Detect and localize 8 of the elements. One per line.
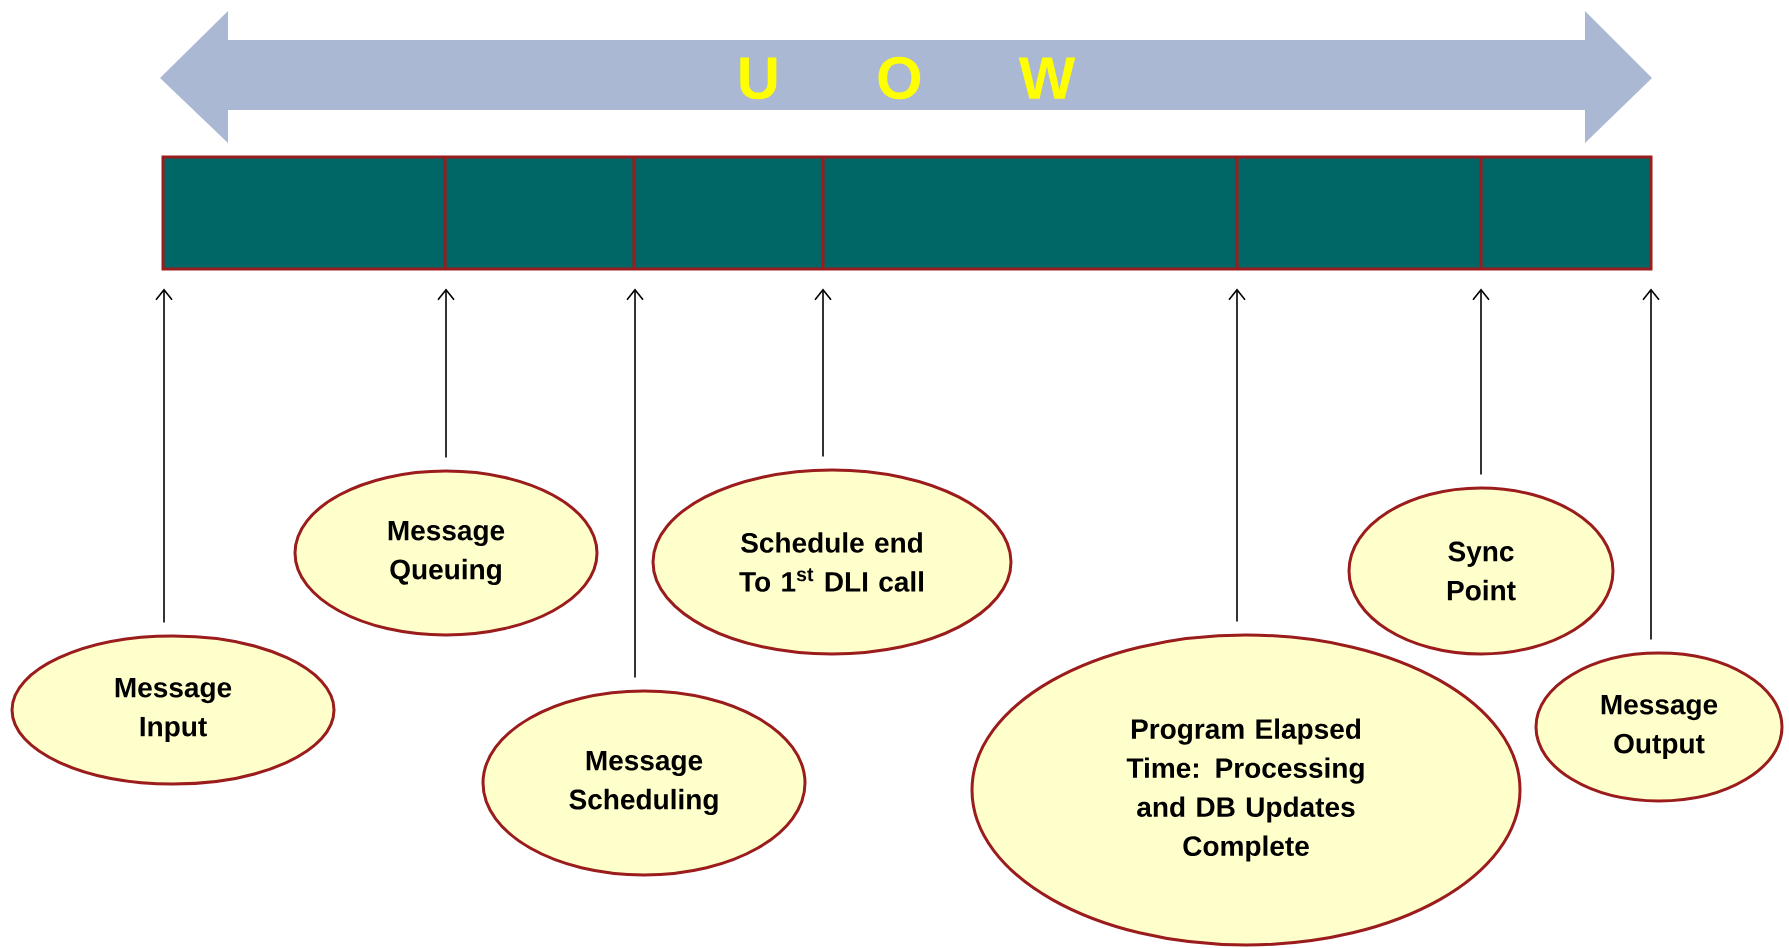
- arrow: [155, 288, 173, 624]
- arrow: [1228, 288, 1246, 623]
- timeline-bar: [161, 155, 1653, 271]
- arrow: [626, 288, 644, 679]
- arrow: [1642, 288, 1660, 641]
- arrow: [437, 288, 455, 459]
- arrow: [1472, 288, 1490, 476]
- arrow: [814, 288, 832, 458]
